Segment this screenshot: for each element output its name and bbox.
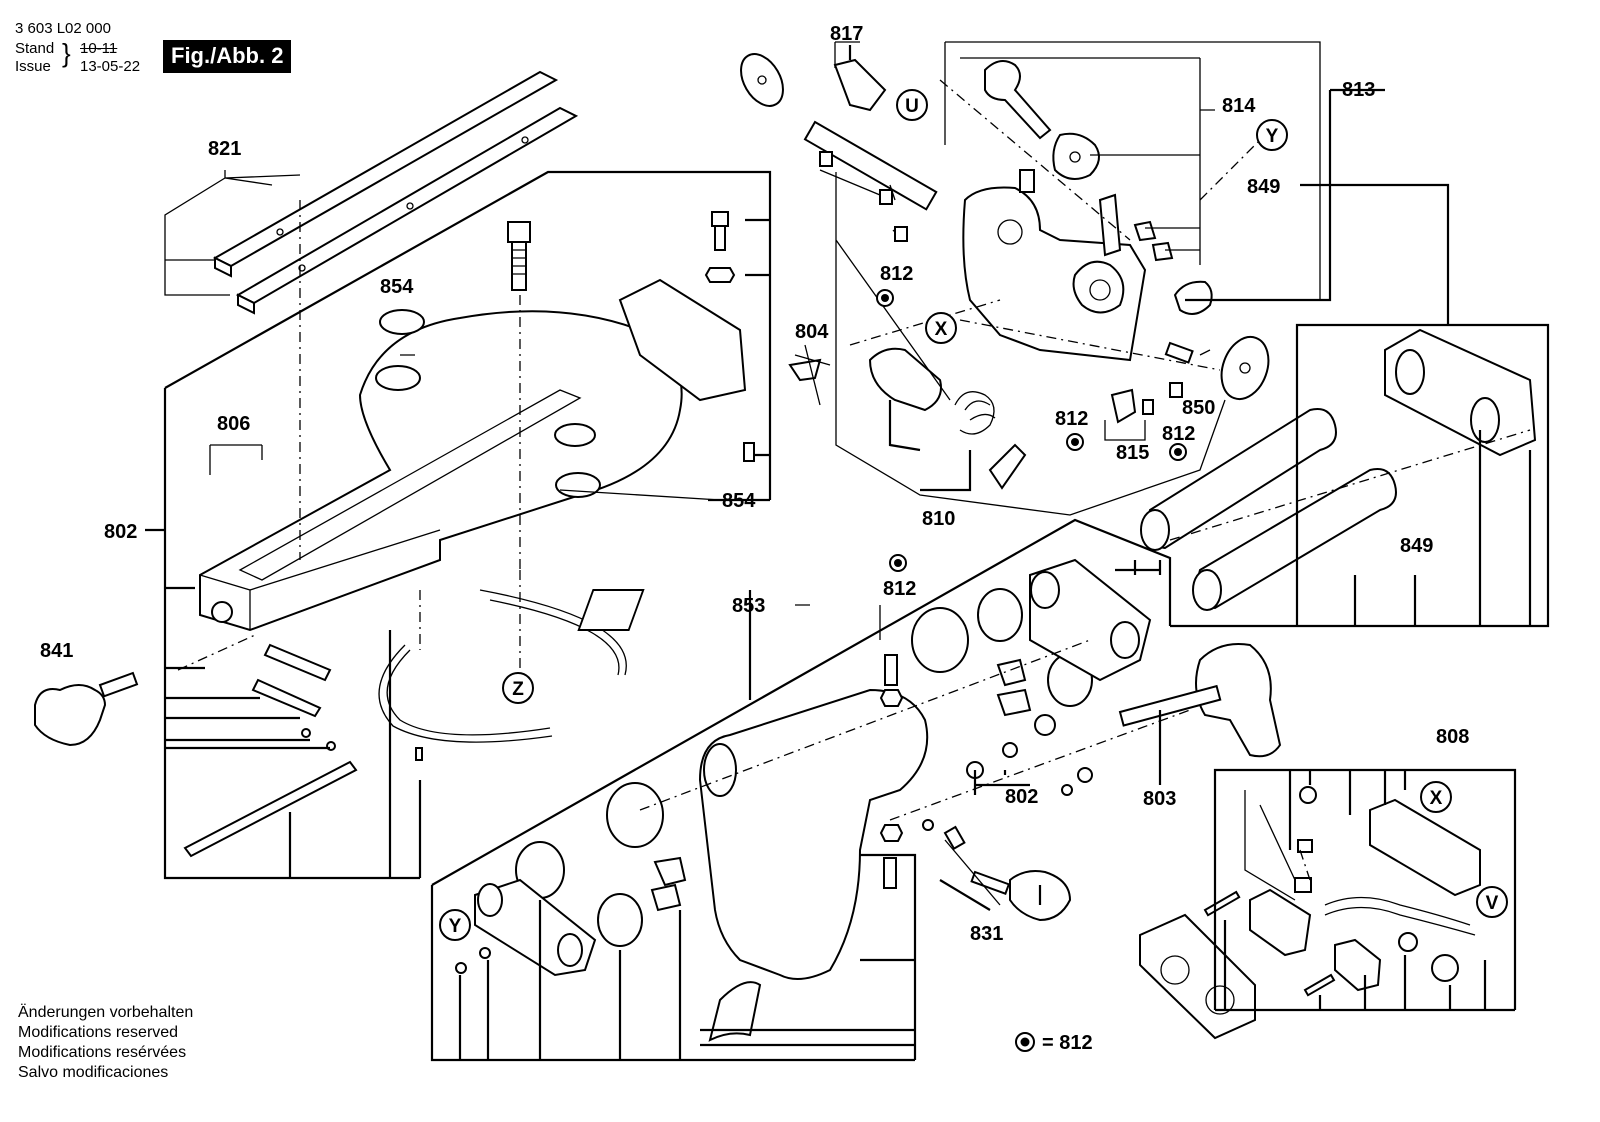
label-812-c: 812 bbox=[1162, 423, 1195, 445]
locking-knob bbox=[34, 671, 139, 747]
callout-x-upper: X bbox=[925, 312, 957, 344]
callout-u-text: U bbox=[905, 96, 919, 117]
callout-y-lower-text: Y bbox=[449, 916, 462, 937]
stand-value: 10-11 bbox=[80, 40, 118, 57]
reference-lines bbox=[145, 41, 1550, 1062]
label-802-left: 802 bbox=[104, 521, 137, 543]
label-849-upper: 849 bbox=[1247, 176, 1280, 198]
issue-label: Issue bbox=[15, 58, 51, 75]
label-812-a: 812 bbox=[880, 263, 913, 285]
note-line-fr: Modifications resérvées bbox=[18, 1044, 187, 1061]
callout-y-upper: Y bbox=[1256, 119, 1288, 151]
label-817: 817 bbox=[830, 23, 863, 45]
callout-x-lower-text: X bbox=[1430, 788, 1443, 809]
callout-x-lower: X bbox=[1420, 781, 1452, 813]
assembly-axes bbox=[177, 79, 1531, 881]
issue-value: 13-05-22 bbox=[80, 58, 141, 75]
switch-housing bbox=[1139, 786, 1481, 1040]
marker-812-group bbox=[876, 289, 1187, 1052]
label-814: 814 bbox=[1222, 95, 1256, 117]
handle-carriage bbox=[455, 558, 1282, 1042]
marker-812-symbol bbox=[1066, 433, 1084, 451]
label-802-right: 802 bbox=[1005, 786, 1038, 808]
label-806: 806 bbox=[217, 413, 250, 435]
part-number-labels: 817 813 814 849 849 821 854 854 812 812 … bbox=[40, 23, 1469, 1054]
label-808: 808 bbox=[1436, 726, 1469, 748]
callout-z: Z bbox=[502, 672, 534, 704]
label-841: 841 bbox=[40, 640, 73, 662]
callout-z-text: Z bbox=[512, 679, 524, 700]
marker-812-symbol bbox=[1169, 443, 1187, 461]
label-812-b: 812 bbox=[1055, 408, 1088, 430]
brace-symbol: } bbox=[62, 38, 71, 68]
modification-notes: Änderungen vorbehalten Modifications res… bbox=[18, 1003, 193, 1083]
callout-x-upper-text: X bbox=[935, 319, 948, 340]
base-bolt bbox=[507, 211, 755, 462]
document-number: 3 603 L02 000 bbox=[15, 20, 111, 37]
label-821: 821 bbox=[208, 138, 241, 160]
pivot-assembly bbox=[740, 53, 1270, 490]
fence-rails bbox=[212, 70, 579, 315]
note-line-de: Änderungen vorbehalten bbox=[18, 1004, 194, 1021]
label-831: 831 bbox=[970, 923, 1003, 945]
note-line-en: Modifications reserved bbox=[18, 1024, 179, 1041]
label-813: 813 bbox=[1342, 79, 1375, 101]
legend-812-text: = 812 bbox=[1042, 1032, 1093, 1054]
label-815: 815 bbox=[1116, 442, 1149, 464]
callout-circles: U Y X Z Y X V bbox=[439, 89, 1508, 941]
lower-left-parts bbox=[183, 589, 627, 858]
callout-v: V bbox=[1476, 886, 1508, 918]
label-854-lower: 854 bbox=[722, 490, 756, 512]
callout-v-text: V bbox=[1486, 893, 1499, 914]
label-850: 850 bbox=[1182, 397, 1215, 419]
label-803: 803 bbox=[1143, 788, 1176, 810]
label-849-lower: 849 bbox=[1400, 535, 1433, 557]
figure-badge: Fig./Abb. 2 bbox=[163, 40, 292, 73]
callout-y-upper-text: Y bbox=[1266, 126, 1279, 147]
callout-y-lower: Y bbox=[439, 909, 471, 941]
label-854-upper: 854 bbox=[380, 276, 414, 298]
callout-u: U bbox=[896, 89, 928, 121]
label-810: 810 bbox=[922, 508, 955, 530]
stand-label: Stand bbox=[15, 40, 55, 57]
label-812-d: 812 bbox=[883, 578, 916, 600]
label-853: 853 bbox=[732, 595, 765, 617]
saw-base bbox=[199, 278, 747, 632]
note-line-es: Salvo modificaciones bbox=[18, 1064, 169, 1081]
legend-812-symbol bbox=[1015, 1032, 1035, 1052]
marker-812-symbol bbox=[889, 554, 907, 572]
marker-812-symbol bbox=[876, 289, 894, 307]
label-804: 804 bbox=[795, 321, 829, 343]
